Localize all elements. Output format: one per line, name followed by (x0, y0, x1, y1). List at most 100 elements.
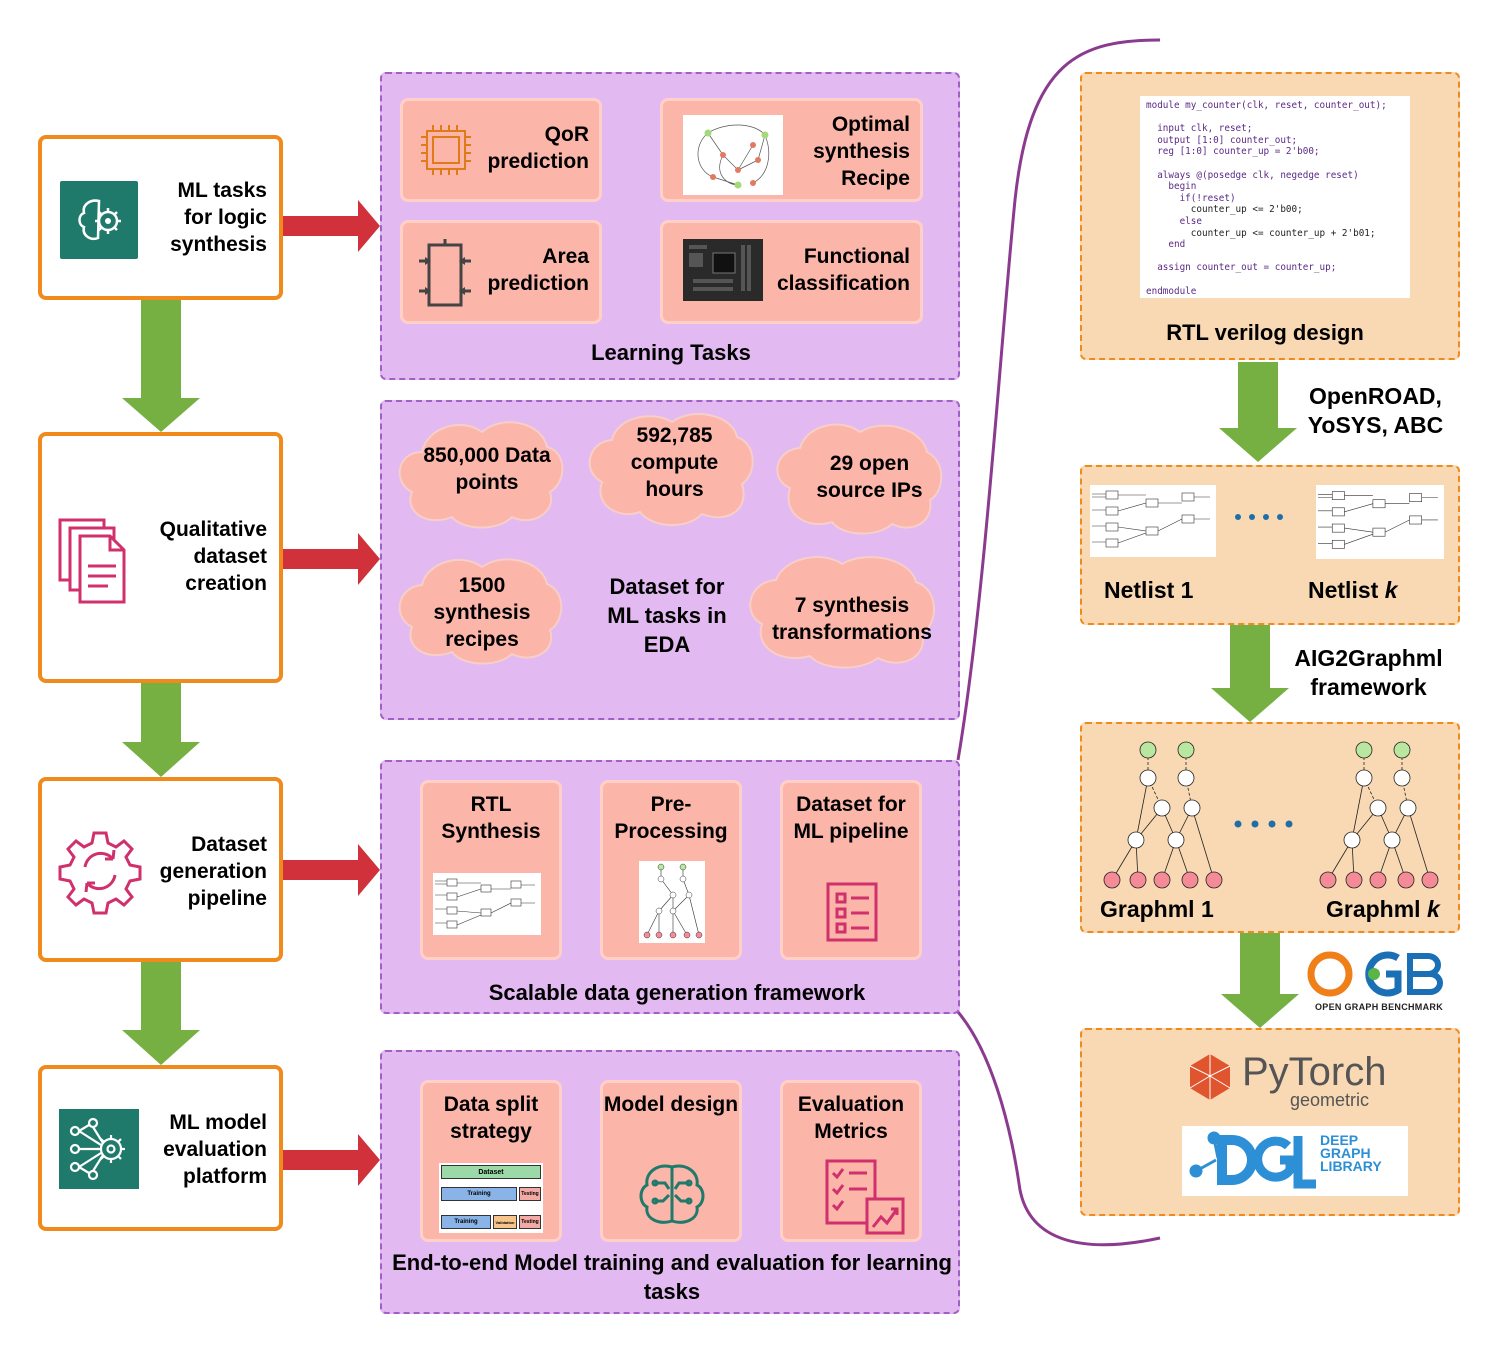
code-line: endmodule (1146, 285, 1197, 297)
step-label: ML tasks for logic synthesis (170, 179, 267, 256)
cloud-synthesis-transformations: 7 synthesis transformations (772, 594, 932, 644)
graphml-ellipsis (1234, 816, 1296, 828)
framework-panel: RTL Synthesis Pre-Processing (380, 760, 960, 1014)
stage-label: RTL Synthesis (441, 793, 541, 843)
code-line (1146, 274, 1404, 286)
graphml-1-label: Graphml 1 (1100, 896, 1214, 922)
stage-label: Dataset for ML pipeline (793, 793, 909, 843)
step-label: Qualitative dataset creation (159, 518, 267, 595)
split-testing-bar: Testing (519, 1187, 541, 1201)
tools-label: OpenROAD, YoSYS, ABC (1307, 383, 1444, 438)
code-line: output [1:0] counter_out; (1146, 134, 1298, 146)
evaluation-panel: Data split strategy Dataset Training Tes… (380, 1050, 960, 1314)
aig-label: AIG2Graphml framework (1294, 645, 1443, 700)
recipe-graph-image (683, 115, 783, 195)
task-card-recipe: Optimal synthesis Recipe (660, 98, 923, 202)
frameworks-panel: PyTorch geometric DEEP GRAPH LIBRARY (1080, 1028, 1460, 1216)
brain-circuit-icon (637, 1161, 707, 1227)
graphml-k-var: k (1426, 896, 1440, 922)
code-line: end (1146, 239, 1186, 251)
dataset-panel: 850,000 Data points 592,785 compute hour… (380, 400, 960, 720)
cloud-synthesis-recipes: 1500 synthesis recipes (433, 574, 531, 651)
code-line: counter_up <= counter_up + 2'b01; (1146, 227, 1376, 239)
task-card-qor: QoR prediction (400, 98, 602, 202)
verilog-code-block: module my_counter(clk, reset, counter_ou… (1140, 96, 1410, 298)
graphml-k-image (1319, 741, 1439, 889)
stage-evaluation-metrics: Evaluation Metrics (780, 1080, 922, 1242)
step-dataset-creation: Qualitative dataset creation (38, 432, 283, 683)
dgl-logo: DEEP GRAPH LIBRARY (1182, 1126, 1408, 1196)
stage-rtl-synthesis: RTL Synthesis (420, 780, 562, 960)
cloud-open-source-ips: 29 open source IPs (816, 452, 923, 502)
brain-gear-icon (60, 181, 138, 259)
verilog-code: module my_counter(clk, reset, counter_ou… (1140, 96, 1410, 301)
stage-preprocessing: Pre-Processing (600, 780, 742, 960)
task-label: Area prediction (487, 245, 589, 295)
netlist-thumbnail (433, 873, 541, 935)
stage-label: Model design (603, 1093, 739, 1116)
step-ml-tasks: ML tasks for logic synthesis (38, 135, 283, 300)
netlist-panel: Netlist 1 Netlist k (1080, 465, 1460, 625)
code-line: if(!reset) (1146, 192, 1236, 204)
graphml-panel: Graphml 1 Graphml k (1080, 722, 1460, 933)
ogb-subtitle: OPEN GRAPH BENCHMARK (1314, 1002, 1443, 1012)
network-gear-icon (59, 1109, 139, 1189)
code-line: counter_up <= 2'b00; (1146, 204, 1303, 216)
metrics-chart-icon (823, 1157, 907, 1237)
dgl-text: DEEP GRAPH LIBRARY (1320, 1132, 1382, 1173)
netlist-1-image (1090, 485, 1216, 557)
task-label: Optimal synthesis Recipe (813, 113, 910, 190)
code-line (1146, 158, 1404, 170)
graphml-k-prefix: Graphml (1326, 896, 1427, 922)
split-validation-bar: Validation (493, 1215, 517, 1229)
chip-icon (419, 123, 473, 177)
graphml-1-image (1103, 741, 1223, 889)
graph-thumbnail (639, 861, 705, 943)
pytorch-sublabel: geometric (1290, 1090, 1370, 1110)
cloud-data-points: 850,000 Data points (423, 444, 551, 494)
gear-refresh-icon (58, 829, 142, 915)
code-line: module my_counter(clk, reset, counter_ou… (1146, 100, 1387, 111)
stage-data-split: Data split strategy Dataset Training Tes… (420, 1080, 562, 1242)
code-line: else (1146, 215, 1202, 227)
ogb-logo: OPEN GRAPH BENCHMARK (1306, 950, 1452, 1016)
stage-label: Pre-Processing (614, 793, 728, 843)
stage-label: Data split strategy (443, 1093, 539, 1143)
documents-icon (56, 516, 136, 606)
cloud-shapes (398, 413, 943, 669)
netlist-k-label: Netlist k (1308, 577, 1397, 604)
task-label: Functional classification (776, 245, 910, 295)
split-testing-bar-2: Testing (519, 1215, 541, 1229)
step-generation-pipeline: Dataset generation pipeline (38, 777, 283, 962)
netlist-ellipsis (1234, 509, 1284, 520)
split-dataset-bar: Dataset (441, 1165, 541, 1179)
code-line: reg [1:0] counter_up = 2'b00; (1146, 146, 1320, 158)
learning-tasks-caption: Learning Tasks (591, 340, 751, 365)
task-card-functional: Functional classification (660, 220, 923, 324)
stage-model-design: Model design (600, 1080, 742, 1242)
graphml-k-label: Graphml k (1326, 896, 1440, 923)
code-line (1146, 251, 1404, 263)
netlist-k-prefix: Netlist (1308, 577, 1385, 603)
dgl-line-2: GRAPH (1320, 1145, 1371, 1161)
step-label: ML model evaluation platform (163, 1111, 267, 1188)
pytorch-label: PyTorch (1242, 1050, 1387, 1094)
rtl-caption: RTL verilog design (1166, 320, 1364, 345)
step-evaluation-platform: ML model evaluation platform (38, 1065, 283, 1231)
dgl-mark-icon (1189, 1131, 1316, 1189)
cloud-compute-hours: 592,785 compute hours (630, 424, 719, 501)
dataset-center-label: Dataset for ML tasks in EDA (607, 574, 727, 657)
checklist-icon (825, 881, 879, 943)
pytorch-geometric-icon (1189, 1054, 1231, 1100)
motherboard-image (683, 239, 763, 301)
split-training-bar: Training (441, 1187, 517, 1201)
netlist-k-image (1316, 485, 1444, 559)
task-card-area: Area prediction (400, 220, 602, 324)
step-label: Dataset generation pipeline (159, 833, 267, 910)
code-line: input clk, reset; (1146, 123, 1253, 135)
code-line (1146, 112, 1404, 124)
split-training-bar-2: Training (441, 1215, 491, 1229)
task-label: QoR prediction (487, 123, 589, 173)
framework-caption: Scalable data generation framework (488, 980, 866, 1005)
dgl-line-1: DEEP (1320, 1132, 1359, 1148)
